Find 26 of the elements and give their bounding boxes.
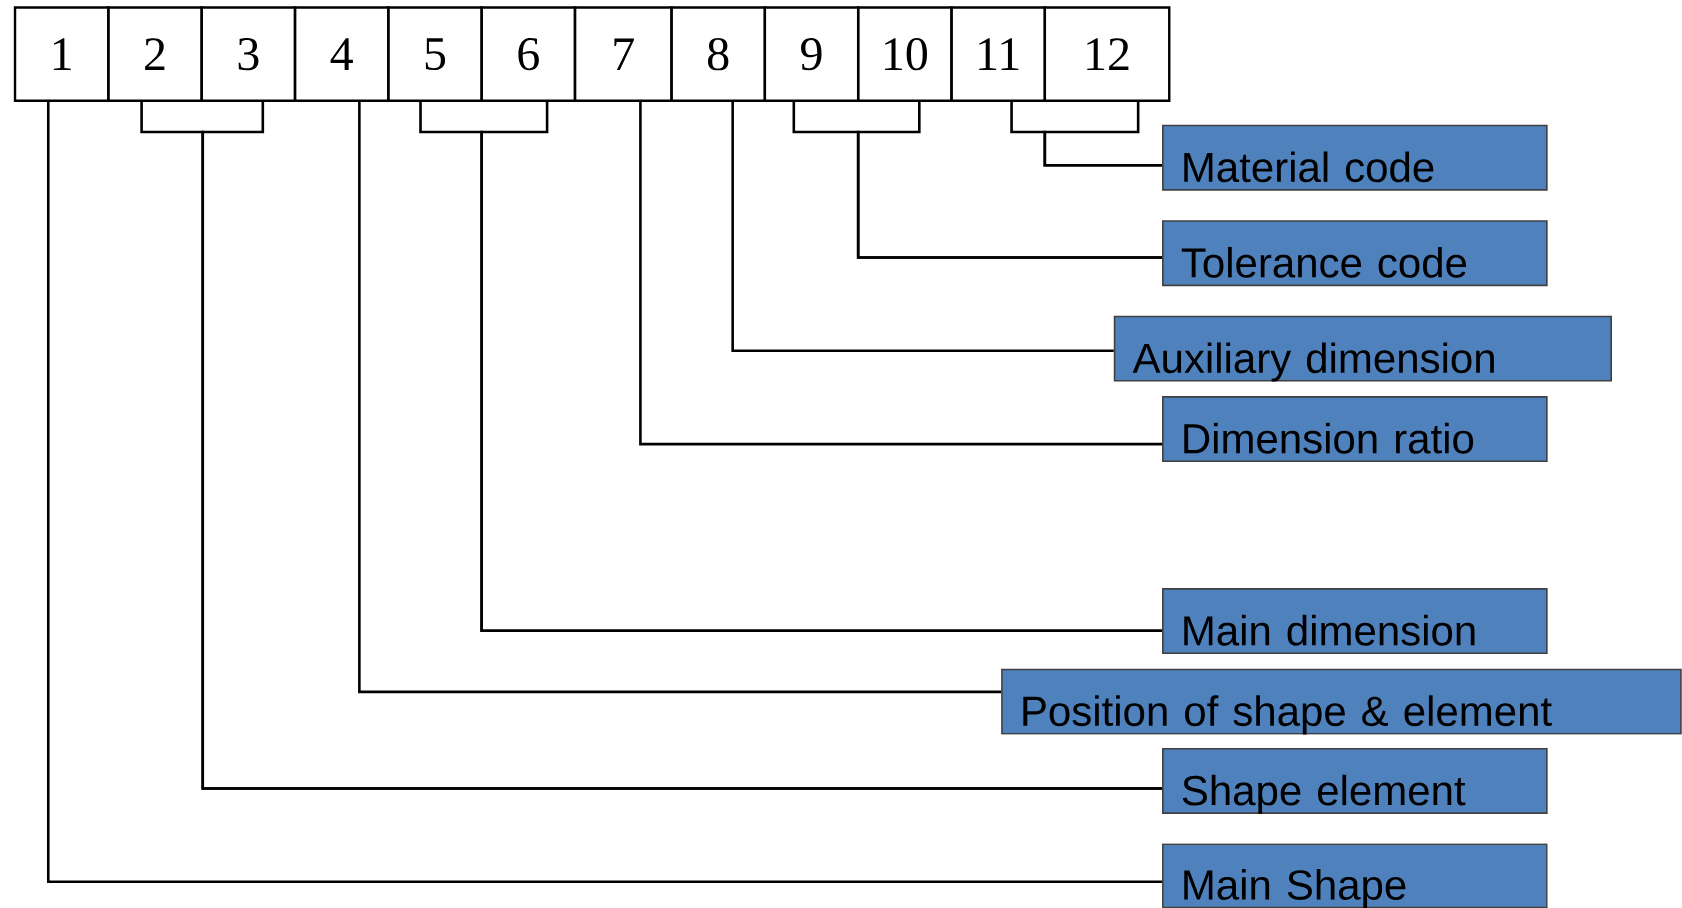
- digit-cell: 3: [200, 6, 297, 102]
- leader-line: [731, 102, 1114, 353]
- leader-line: [358, 102, 1002, 694]
- label-box: Position of shape & element: [1001, 668, 1682, 735]
- label-box: Shape element: [1162, 747, 1548, 814]
- label-box: Material code: [1162, 124, 1548, 191]
- label-box: Dimension ratio: [1162, 396, 1548, 463]
- digit-cell: 12: [1043, 6, 1171, 102]
- leader-line: [1043, 102, 1163, 167]
- label-box: Auxiliary dimension: [1113, 315, 1612, 382]
- digit-cell: 1: [13, 6, 110, 102]
- digit-cell: 5: [387, 6, 483, 102]
- digit-cell: 9: [763, 6, 860, 102]
- digit-cell: 4: [293, 6, 390, 102]
- leader-line: [47, 102, 1163, 884]
- leader-line: [856, 102, 1163, 259]
- digit-cell: 11: [950, 6, 1046, 102]
- digit-cell: 2: [107, 6, 203, 102]
- digit-cell: 6: [480, 6, 577, 102]
- digit-cell: 10: [856, 6, 953, 102]
- leader-line: [639, 102, 1163, 446]
- digit-cell: 8: [670, 6, 767, 102]
- label-box: Main dimension: [1162, 588, 1548, 655]
- label-box: Tolerance code: [1162, 220, 1548, 287]
- digit-cell: 7: [573, 6, 673, 102]
- label-box: Main Shape: [1162, 843, 1548, 908]
